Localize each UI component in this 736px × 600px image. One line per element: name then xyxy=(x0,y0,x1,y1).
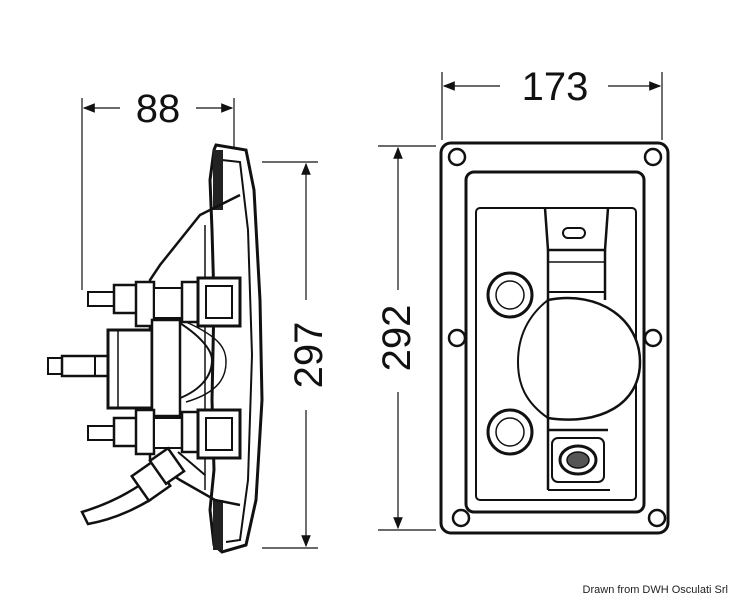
side-view: 88 297 xyxy=(47,87,331,554)
dimension-label-173: 173 xyxy=(522,65,589,109)
drain-port xyxy=(551,437,605,483)
upper-fitting xyxy=(87,276,242,328)
front-view: 173 292 xyxy=(375,65,670,535)
dimension-side-width: 88 xyxy=(81,87,235,290)
lower-port xyxy=(486,408,534,456)
handle-channel xyxy=(543,207,610,491)
credit-text: Drawn from DWH Osculati Srl xyxy=(582,584,728,596)
dimension-label-292: 292 xyxy=(375,305,419,372)
dimension-side-height: 297 xyxy=(262,161,331,549)
handle-dome xyxy=(546,296,642,421)
dimension-front-width: 173 xyxy=(441,65,663,140)
dimension-label-88: 88 xyxy=(136,87,181,131)
upper-port xyxy=(486,271,534,319)
hose-connector xyxy=(80,446,206,526)
dimension-front-height: 292 xyxy=(375,145,436,531)
dimension-label-297: 297 xyxy=(287,322,331,389)
center-body xyxy=(47,318,182,418)
screw-holes xyxy=(447,147,667,528)
lower-fitting xyxy=(87,408,242,460)
